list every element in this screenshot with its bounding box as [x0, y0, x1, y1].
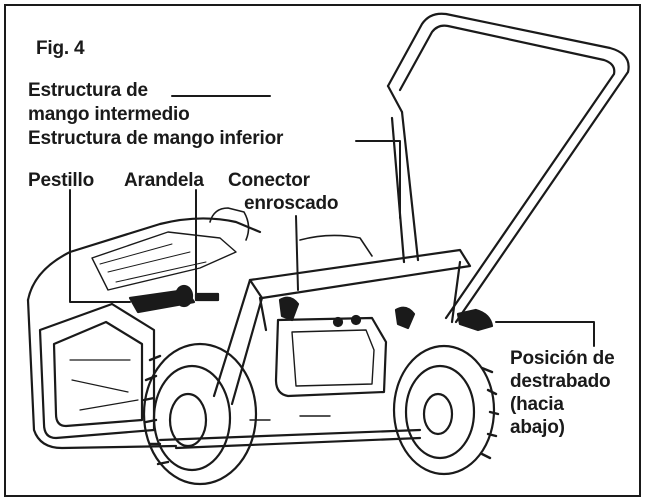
label-unlocked-position-line3: (hacia: [510, 394, 564, 415]
label-washer: Arandela: [124, 170, 204, 191]
hardware-parts: [128, 284, 494, 332]
label-mid-handle-line1: Estructura de: [28, 80, 148, 101]
label-unlocked-position-line1: Posición de: [510, 348, 615, 369]
label-latch: Pestillo: [28, 170, 94, 191]
label-unlocked-position-line4: abajo): [510, 417, 565, 438]
left-wheel: [142, 342, 258, 486]
machine-housing: [26, 207, 422, 450]
label-threaded-connector-line1: Conector: [228, 170, 310, 191]
label-threaded-connector-line2: enroscado: [244, 193, 339, 214]
figure-frame: [4, 4, 641, 497]
leader-lines: [69, 95, 595, 347]
label-unlocked-position-line2: destrabado: [510, 371, 611, 392]
right-wheel: [392, 344, 500, 476]
figure-number: Fig. 4: [36, 38, 85, 59]
label-mid-handle-line2: mango intermedio: [28, 104, 190, 125]
label-lower-handle: Estructura de mango inferior: [28, 128, 284, 149]
